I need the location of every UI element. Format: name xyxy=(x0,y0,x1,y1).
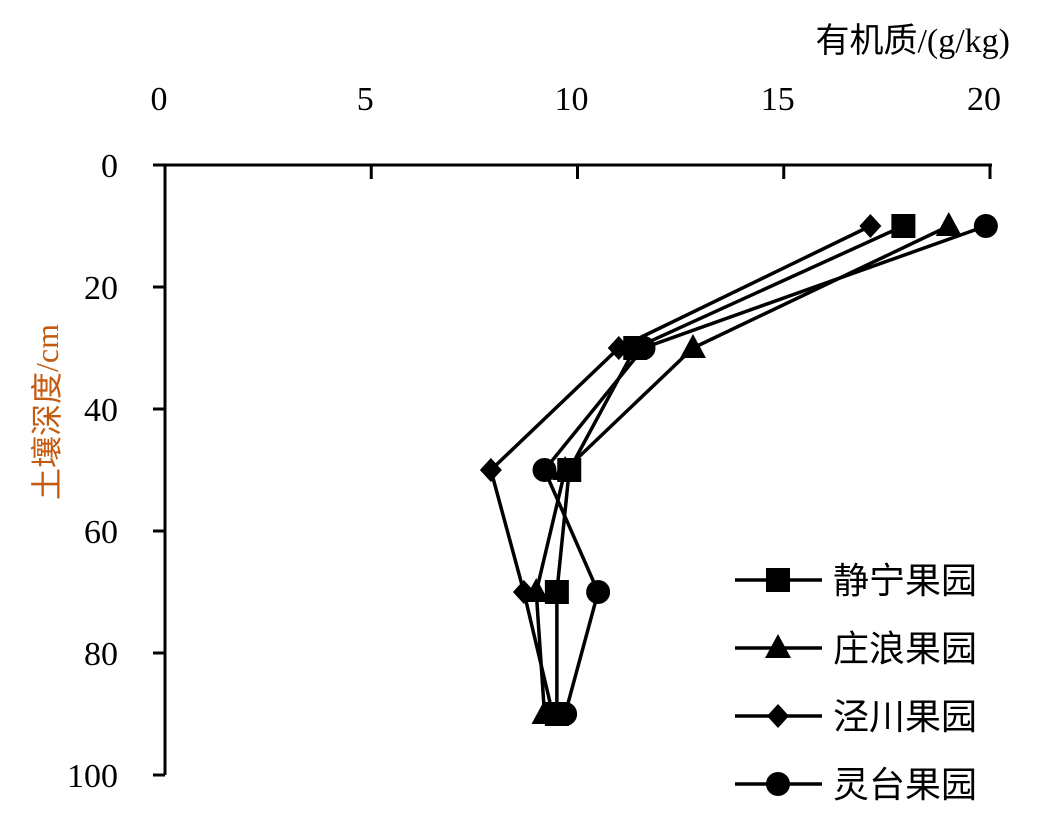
series-diamond xyxy=(479,214,882,726)
x-tick-label: 15 xyxy=(761,81,795,118)
y-tick-label: 20 xyxy=(84,270,118,307)
data-point xyxy=(607,336,630,360)
legend-item: 泾川果园 xyxy=(735,697,977,737)
y-axis-label: 土壤深度/cm xyxy=(29,324,65,500)
y-tick-label: 60 xyxy=(84,514,118,551)
data-point xyxy=(553,702,578,726)
data-point xyxy=(891,214,916,238)
data-point xyxy=(631,336,656,360)
data-point xyxy=(586,580,611,604)
data-point xyxy=(544,580,569,604)
legend-label: 泾川果园 xyxy=(833,697,977,737)
y-tick-label: 40 xyxy=(84,392,118,429)
x-axis-label: 有机质/(g/kg) xyxy=(815,22,1010,60)
y-tick-label: 100 xyxy=(67,758,118,795)
axes: 0 5 10 15 20 0 20 40 60 80 100 xyxy=(67,81,1001,795)
data-point xyxy=(479,458,502,482)
series-group xyxy=(479,212,998,726)
data-point xyxy=(552,456,579,480)
series-circle xyxy=(532,214,998,726)
legend-label: 庄浪果园 xyxy=(833,629,977,669)
data-point xyxy=(935,212,962,236)
legend-marker xyxy=(766,772,790,796)
y-tick-label: 0 xyxy=(101,148,118,185)
legend-marker xyxy=(765,634,791,658)
data-point xyxy=(680,334,706,358)
x-tick-label: 5 xyxy=(357,81,374,118)
x-tick-label: 10 xyxy=(555,81,589,118)
data-point xyxy=(973,214,998,238)
legend-label: 静宁果园 xyxy=(833,561,977,601)
data-point xyxy=(859,214,882,238)
x-tick-label: 20 xyxy=(967,81,1001,118)
legend-item: 庄浪果园 xyxy=(735,629,977,669)
data-point xyxy=(512,580,535,604)
legend-item: 静宁果园 xyxy=(735,561,977,601)
legend-marker xyxy=(767,704,789,728)
x-tick-label: 0 xyxy=(151,81,168,118)
legend-item: 灵台果园 xyxy=(735,765,977,805)
legend-marker xyxy=(766,568,790,592)
data-point xyxy=(532,458,557,482)
legend-label: 灵台果园 xyxy=(833,765,977,805)
y-tick-label: 80 xyxy=(84,636,118,673)
